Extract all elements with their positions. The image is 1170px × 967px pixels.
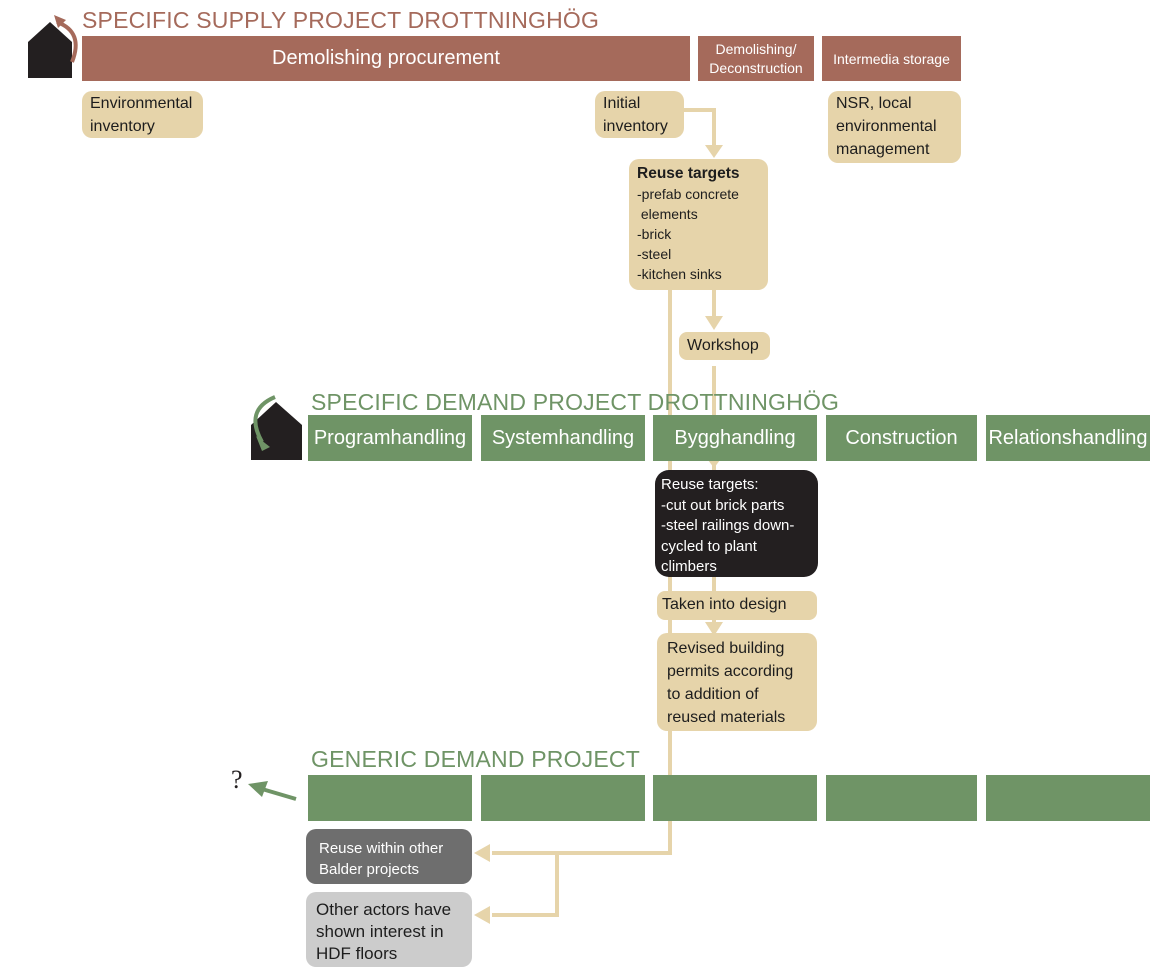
intermedia-storage-bar: Intermedia storage: [822, 36, 961, 81]
box-line: to addition of: [667, 686, 759, 703]
box-line: -steel: [637, 246, 672, 262]
box-line: NSR, local: [836, 95, 912, 112]
box-line: -prefab concrete: [637, 186, 739, 202]
box-line: permits according: [667, 663, 794, 680]
supply-project-heading: SPECIFIC SUPPLY PROJECT DROTTNINGHÖG: [82, 7, 600, 33]
box-line: -steel railings down-: [661, 517, 795, 534]
demolishing-deconstruction-bar: Demolishing/ Deconstruction: [698, 36, 814, 81]
box-line: climbers: [661, 558, 717, 575]
specific-demand-heading: SPECIFIC DEMAND PROJECT DROTTNINGHÖG: [311, 389, 840, 415]
box-line: Initial: [603, 95, 641, 112]
generic-phase-bar: [653, 775, 817, 821]
box-line: Balder projects: [319, 861, 420, 878]
box-line: -cut out brick parts: [661, 496, 785, 514]
box-line: management: [836, 141, 930, 158]
revised-permits-box: Revised building permits according to ad…: [657, 633, 817, 731]
phase-systemhandling: Systemhandling: [481, 415, 645, 461]
reuse-targets-title: Reuse targets: [637, 165, 740, 182]
generic-phase-bar: [826, 775, 977, 821]
green-left-arrow: [248, 781, 297, 801]
box-line: inventory: [603, 118, 668, 135]
box-line: inventory: [90, 118, 155, 135]
box-line: Reuse within other: [319, 840, 444, 857]
nsr-management-box: NSR, local environmental management: [828, 91, 961, 163]
question-mark: ?: [231, 765, 243, 794]
box-line: Environmental: [90, 95, 193, 112]
supply-house-icon: [28, 15, 78, 78]
box-line: Revised building: [667, 640, 785, 657]
phase-programhandling: Programhandling: [308, 415, 472, 461]
other-actors-box: Other actors have shown interest in HDF …: [306, 892, 472, 967]
box-line: elements: [637, 206, 698, 222]
box-line: reused materials: [667, 709, 786, 726]
box-line: environmental: [836, 118, 937, 135]
deconstruction-label-line: Deconstruction: [709, 59, 803, 76]
environmental-inventory-box: Environmental inventory: [82, 91, 203, 138]
box-line: -kitchen sinks: [637, 266, 722, 282]
phase-relationshandling: Relationshandling: [986, 415, 1150, 461]
generic-demand-heading: GENERIC DEMAND PROJECT: [311, 746, 640, 772]
generic-phase-bar: [986, 775, 1150, 821]
balder-projects-box: Reuse within other Balder projects: [306, 829, 472, 884]
generic-phase-bar: [308, 775, 472, 821]
box-line: HDF floors: [316, 944, 398, 963]
demand-house-icon: [251, 395, 302, 460]
box-line: cycled to plant: [661, 537, 757, 555]
box-line: shown interest in: [316, 922, 444, 941]
phase-construction: Construction: [826, 415, 977, 461]
reuse-targets-demand-box: Reuse targets: -cut out brick parts -ste…: [655, 470, 818, 577]
demolishing-label-line: Demolishing/: [715, 40, 797, 57]
taken-into-design-box: Taken into design: [657, 591, 817, 620]
workshop-box: Workshop: [679, 332, 770, 360]
box-line: Reuse targets:: [661, 476, 759, 493]
phase-bygghandling: Bygghandling: [653, 415, 817, 461]
box-line: Other actors have: [316, 900, 452, 919]
initial-inventory-box: Initial inventory: [595, 91, 684, 138]
box-line: -brick: [637, 226, 672, 242]
generic-phase-bar: [481, 775, 645, 821]
demolishing-procurement-bar: Demolishing procurement: [82, 36, 690, 81]
reuse-targets-supply-box: Reuse targets -prefab concrete elements …: [629, 159, 768, 290]
